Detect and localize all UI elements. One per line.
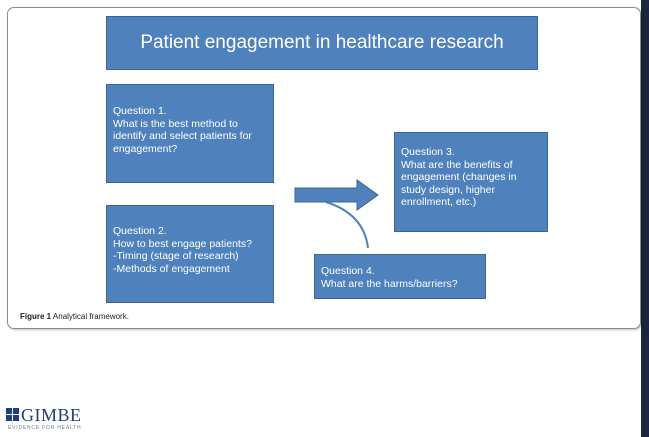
q2-line: -Timing (stage of research) <box>113 250 239 262</box>
q1-line: Question 1. <box>113 105 167 117</box>
question-4-box: Question 4. What are the harms/barriers? <box>314 254 486 299</box>
q1-line: identify and select patients for <box>113 130 252 142</box>
figure-panel: Patient engagement in healthcare researc… <box>7 7 641 329</box>
caption-label: Figure 1 <box>20 312 52 321</box>
question-3-box: Question 3. What are the benefits of eng… <box>394 132 548 232</box>
figure-caption: Figure 1 Analytical framework. <box>20 312 129 321</box>
logo-name: GIMBE <box>21 405 82 425</box>
q1-line: What is the best method to <box>113 117 238 130</box>
q3-line: What are the benefits of <box>401 158 513 171</box>
q2-line: How to best engage patients? <box>113 237 252 250</box>
grid-square-icon <box>6 408 19 421</box>
q2-line: -Methods of engagement <box>113 262 230 275</box>
q3-line: study design, higher <box>401 183 495 196</box>
q3-line: Question 3. <box>401 146 455 158</box>
connectors <box>294 179 379 249</box>
title-box: Patient engagement in healthcare researc… <box>106 16 538 70</box>
q4-line: Question 4. <box>321 265 375 277</box>
curved-connector <box>325 201 369 249</box>
caption-text: Analytical framework. <box>51 312 129 321</box>
diagram-title: Patient engagement in healthcare researc… <box>140 31 504 53</box>
arrow-right <box>294 179 379 211</box>
q4-line: What are the harms/barriers? <box>321 277 458 290</box>
gimbe-logo: GIMBE EVIDENCE FOR HEALTH <box>6 405 106 434</box>
q2-line: Question 2. <box>113 225 167 237</box>
question-1-box: Question 1. What is the best method to i… <box>106 84 274 183</box>
q1-line: engagement? <box>113 142 178 155</box>
q3-line: engagement (changes in <box>401 171 517 183</box>
q3-line: enrollment, etc.) <box>401 196 477 208</box>
logo-tagline: EVIDENCE FOR HEALTH <box>8 425 82 431</box>
question-2-box: Question 2. How to best engage patients?… <box>106 205 274 303</box>
